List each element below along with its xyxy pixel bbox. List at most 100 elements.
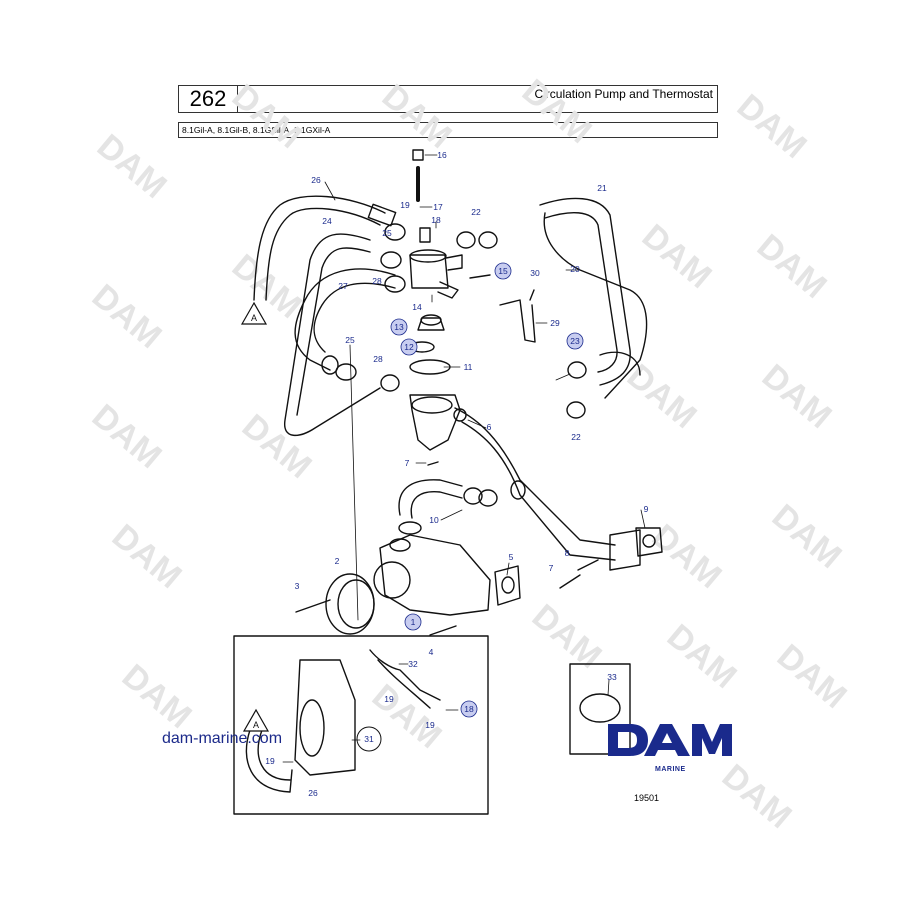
hose-21-drawing [539, 197, 631, 386]
callout-26: 26 [308, 788, 318, 798]
callout-20: 20 [570, 264, 580, 274]
inset-box-clamp [569, 663, 631, 755]
watermark-text: DAM [635, 217, 719, 296]
watermark-text: DAM [85, 397, 169, 476]
pipe-6-drawing [454, 407, 641, 571]
highlight-circles [390, 262, 584, 718]
logo-letter-a [644, 724, 690, 756]
callout-10: 10 [429, 515, 439, 525]
callout-13: 13 [394, 322, 404, 332]
watermark-text: DAM [715, 757, 799, 836]
hose-10-drawing [398, 479, 463, 519]
hose-26-drawing [253, 195, 397, 301]
bracket-29-drawing [499, 299, 536, 343]
callout-labels: 16 17 18 19 26 24 25 22 21 20 15 30 28 2… [265, 150, 648, 798]
hose-20-drawing [543, 212, 648, 399]
callout-22: 22 [571, 432, 581, 442]
watermark-text: DAM [90, 127, 174, 206]
callout-16: 16 [437, 150, 447, 160]
reference-label-a: A [251, 313, 257, 323]
callout-14: 14 [412, 302, 422, 312]
callout-33: 33 [607, 672, 617, 682]
callout-23: 23 [570, 336, 580, 346]
callout-18: 18 [464, 704, 474, 714]
watermark-text: DAM [225, 77, 309, 156]
model-list: 8.1Gil-A, 8.1Gil-B, 8.1GSil-A, 8.1GXil-A [178, 122, 718, 138]
callout-1: 1 [411, 617, 416, 627]
inset-box-fuel [233, 635, 489, 815]
watermark-text: DAM [85, 277, 169, 356]
watermark-text: DAM [375, 77, 459, 156]
callout-5: 5 [509, 552, 514, 562]
callout-19: 19 [425, 720, 435, 730]
callout-circle-12 [400, 338, 418, 356]
callout-32: 32 [408, 659, 418, 669]
reference-triangle-a [242, 708, 270, 732]
callout-19: 19 [384, 694, 394, 704]
thermostat-drawing [417, 314, 445, 331]
callout-12: 12 [404, 342, 414, 352]
watermark-text: DAM [755, 357, 839, 436]
watermark-text: DAM [645, 517, 729, 596]
callout-27: 27 [338, 281, 348, 291]
callout-22: 22 [471, 207, 481, 217]
callout-30: 30 [530, 268, 540, 278]
callout-25: 25 [382, 228, 392, 238]
clamp-33-drawing [579, 693, 621, 723]
fuel-cooler-drawing [245, 649, 441, 793]
watermark-text: DAM [750, 227, 834, 306]
callout-circle-31 [356, 726, 382, 752]
watermark-text: DAM [105, 517, 189, 596]
callout-26: 26 [311, 175, 321, 185]
clamp-drawings [335, 223, 587, 535]
reference-triangle-a [240, 301, 268, 325]
callout-11: 11 [464, 362, 473, 372]
hose-27-drawing [294, 268, 396, 375]
watermark-text: DAM [765, 497, 849, 576]
watermark-text: DAM [515, 72, 599, 151]
callout-28: 28 [372, 276, 382, 286]
callout-15: 15 [498, 266, 508, 276]
drawing-number: 19501 [634, 793, 660, 803]
callout-8: 8 [565, 548, 570, 558]
callout-21: 21 [597, 183, 607, 193]
water-pump-drawing [325, 534, 521, 635]
watermark-text: DAM [235, 407, 319, 486]
callout-19: 19 [400, 200, 410, 210]
callout-9: 9 [644, 504, 649, 514]
gasket-9-hole [642, 534, 656, 548]
callout-7: 7 [405, 458, 410, 468]
logo-letter-d [608, 724, 648, 756]
callout-circle-1 [404, 613, 422, 631]
callout-circle-13 [390, 318, 408, 336]
hose-24-drawing [284, 233, 381, 436]
callout-28: 28 [373, 354, 383, 364]
callout-circle-15 [494, 262, 512, 280]
dam-logo [608, 724, 732, 756]
leader-lines [282, 154, 646, 763]
bolt-drawings [295, 274, 599, 636]
watermark-text: DAM [770, 637, 854, 716]
callout-circle-23 [566, 332, 584, 350]
line-art [233, 149, 663, 815]
logo-letter-m [692, 724, 732, 756]
gasket-9-drawing [635, 527, 663, 557]
brand-sub: MARINE [655, 766, 686, 773]
callout-6: 6 [487, 422, 492, 432]
callout-circle-18 [460, 700, 478, 718]
watermark-text: DAM [660, 617, 744, 696]
callout-17: 17 [433, 202, 443, 212]
callout-25: 25 [345, 335, 355, 345]
reference-label-a: A [253, 720, 259, 730]
lower-housing-drawing [409, 394, 467, 451]
callout-4: 4 [429, 647, 434, 657]
website-url[interactable]: dam-marine.com [162, 730, 283, 747]
callout-18: 18 [431, 215, 441, 225]
thermostat-housing-drawing [409, 149, 463, 299]
callout-31: 31 [364, 734, 374, 744]
watermark-text: DAM [115, 657, 199, 736]
header-box: 262 Circulation Pump and Thermostat [178, 85, 718, 113]
watermark-text: DAM [730, 87, 814, 166]
callout-29: 29 [550, 318, 560, 328]
